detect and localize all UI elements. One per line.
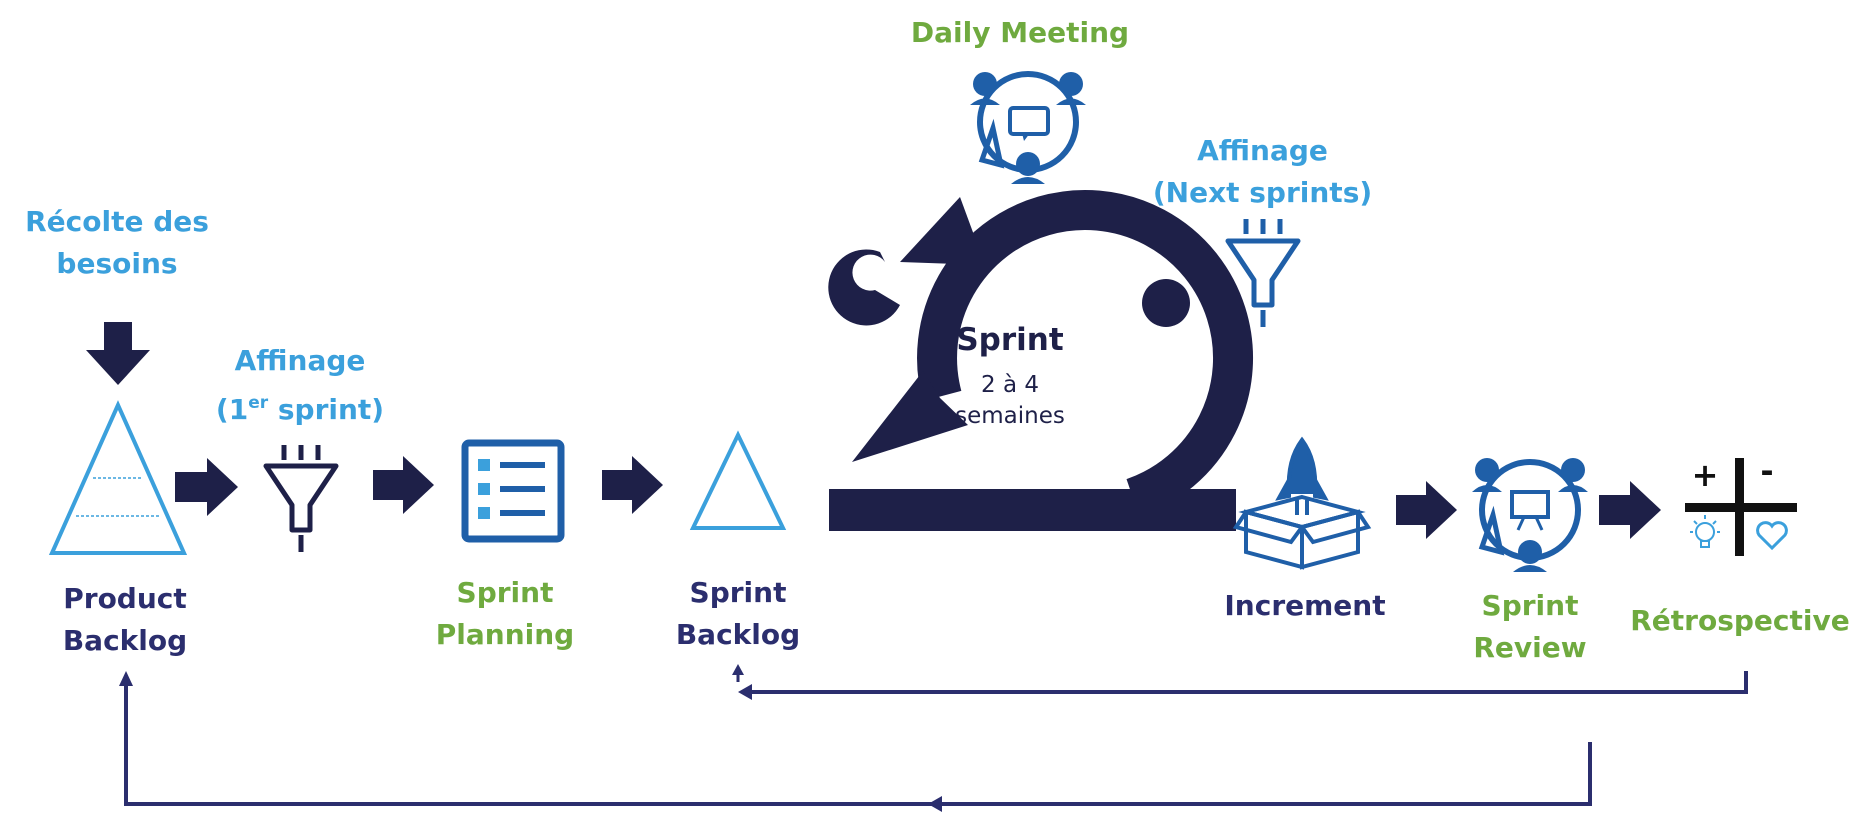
label-retrospective: Rétrospective — [1615, 600, 1865, 642]
retro-plus-sign: + — [1691, 456, 1719, 494]
retro-minus-sign: - — [1760, 452, 1774, 490]
right-arrow-icon — [175, 458, 238, 516]
superscript: er — [248, 393, 269, 413]
label-line: Review — [1473, 631, 1587, 664]
right-arrow-icon — [373, 456, 434, 514]
label-line: Sprint — [1481, 589, 1579, 622]
label-line: semaines — [955, 403, 1065, 429]
funnel-icon — [263, 445, 339, 552]
label-affinage-first-sprint: Affinage (1er sprint) — [195, 340, 405, 431]
right-arrow-icon — [602, 456, 663, 514]
sprint-review-icon — [1472, 458, 1588, 572]
label-sprint-backlog: Sprint Backlog — [653, 572, 823, 656]
label-sprint-review: Sprint Review — [1445, 585, 1615, 669]
label-line: Affinage — [234, 344, 366, 377]
sprint-backlog-triangle-icon — [689, 430, 787, 530]
sprint-cycle-icon — [828, 190, 1254, 531]
label-part: sprint) — [268, 393, 385, 426]
label-line: Sprint — [456, 576, 554, 609]
label-recolte-des-besoins: Récolte des besoins — [12, 201, 222, 285]
product-backlog-pyramid-icon — [48, 400, 188, 555]
label-affinage-next-sprints: Affinage (Next sprints) — [1140, 130, 1385, 214]
label-product-backlog: Product Backlog — [40, 578, 210, 662]
label-line: Sprint — [689, 576, 787, 609]
label-line: Backlog — [62, 624, 188, 657]
retrospective-grid-icon — [1685, 458, 1797, 556]
increment-rocket-box-icon — [1232, 436, 1372, 570]
sprint-duration: 2 à 4 semaines — [930, 370, 1090, 432]
label-line: Backlog — [675, 618, 801, 651]
label-line: 2 à 4 — [981, 372, 1039, 398]
label-line: besoins — [56, 247, 178, 280]
label-line: Affinage — [1197, 134, 1328, 167]
label-line: Rétrospective — [1630, 604, 1850, 637]
checklist-icon — [461, 439, 565, 543]
label-sprint-planning: Sprint Planning — [420, 572, 590, 656]
label-daily-meeting: Daily Meeting — [880, 12, 1160, 54]
daily-meeting-icon — [970, 71, 1086, 184]
label-increment: Increment — [1200, 585, 1410, 627]
funnel-icon — [1225, 219, 1301, 327]
label-line: Increment — [1224, 589, 1386, 622]
label-part: (1 — [215, 393, 249, 426]
down-arrow-icon — [86, 322, 150, 385]
sprint-title: Sprint — [956, 322, 1064, 358]
label-line: Product — [63, 582, 187, 615]
feedback-arrow-product-backlog — [119, 671, 1592, 812]
label-line: Planning — [435, 618, 575, 651]
right-arrow-icon — [1599, 481, 1661, 539]
lightbulb-icon — [1690, 515, 1720, 548]
feedback-arrow-sprint-backlog — [732, 664, 1748, 700]
label-line: (Next sprints) — [1152, 176, 1373, 209]
heart-icon — [1756, 521, 1788, 551]
right-arrow-icon — [1396, 481, 1457, 539]
label-line: (1er sprint) — [195, 382, 405, 431]
label-line: Daily Meeting — [910, 16, 1130, 49]
label-line: Récolte des — [25, 205, 209, 238]
